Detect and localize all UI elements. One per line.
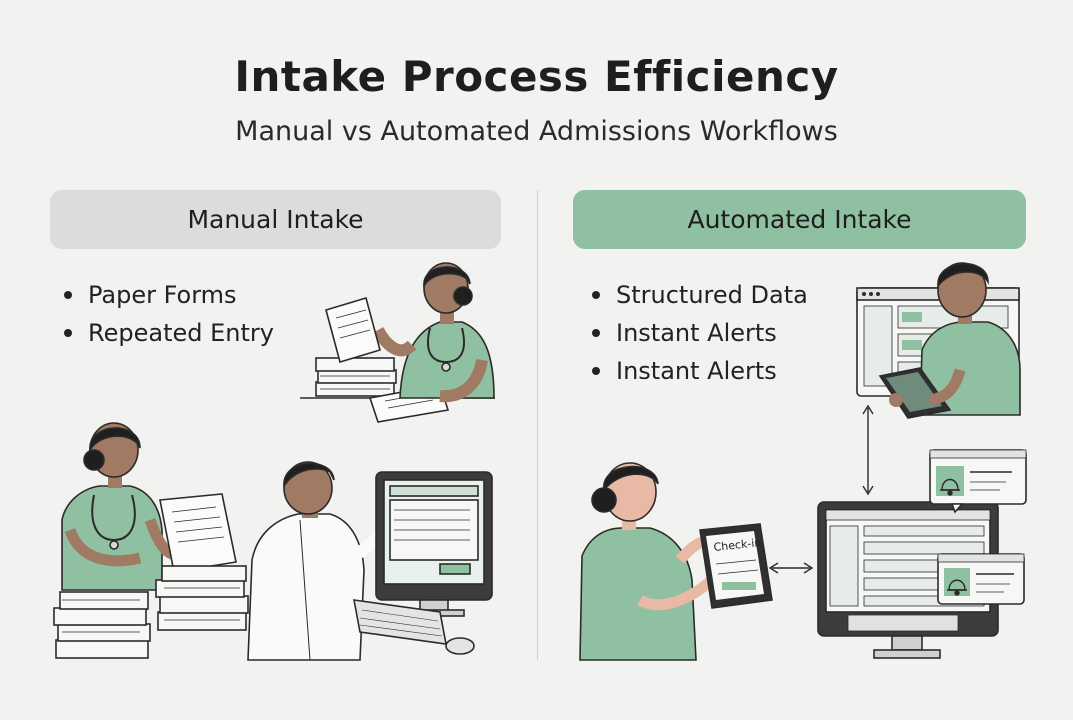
manual-bullet-list: Paper Forms Repeated Entry bbox=[62, 276, 274, 352]
alert-card-top bbox=[929, 449, 1027, 514]
bell-icon bbox=[940, 478, 960, 496]
sync-arrow-vertical bbox=[862, 404, 874, 496]
bullet-instant-alerts: Instant Alerts bbox=[590, 314, 808, 352]
doctor-at-computer-illustration bbox=[247, 461, 493, 661]
bullet-instant-alerts-2: Instant Alerts bbox=[590, 352, 808, 390]
nurse-with-paper-stack-illustration bbox=[300, 262, 495, 423]
bullet-paper-forms: Paper Forms bbox=[62, 276, 274, 314]
page-subtitle: Manual vs Automated Admissions Workflows bbox=[235, 116, 838, 147]
bell-icon-2 bbox=[947, 579, 967, 596]
bullet-structured-data: Structured Data bbox=[590, 276, 808, 314]
stethoscope-icon bbox=[427, 327, 465, 364]
tablet-icon-checkin bbox=[699, 523, 773, 609]
page-title: Intake Process Efficiency bbox=[234, 52, 839, 101]
alert-card-bottom bbox=[937, 553, 1025, 605]
mouse-icon bbox=[445, 637, 475, 655]
manual-intake-header: Manual Intake bbox=[50, 190, 501, 249]
sync-arrow-horizontal bbox=[768, 562, 814, 574]
automated-intake-header: Automated Intake bbox=[573, 190, 1026, 249]
bullet-repeated-entry: Repeated Entry bbox=[62, 314, 274, 352]
patient-checkin-illustration bbox=[579, 462, 773, 661]
paper-stack-icon-middle bbox=[155, 565, 249, 631]
nurse-reading-form-illustration bbox=[53, 422, 249, 659]
tablet-checkin-label: Check-in bbox=[713, 536, 762, 554]
column-divider bbox=[537, 190, 538, 660]
paper-stack-icon-left bbox=[53, 591, 151, 659]
staff-with-tablet-illustration bbox=[856, 262, 1021, 419]
automated-bullet-list: Structured Data Instant Alerts Instant A… bbox=[590, 276, 808, 390]
monitor-icon bbox=[375, 471, 493, 617]
paper-stack-icon bbox=[315, 357, 397, 397]
